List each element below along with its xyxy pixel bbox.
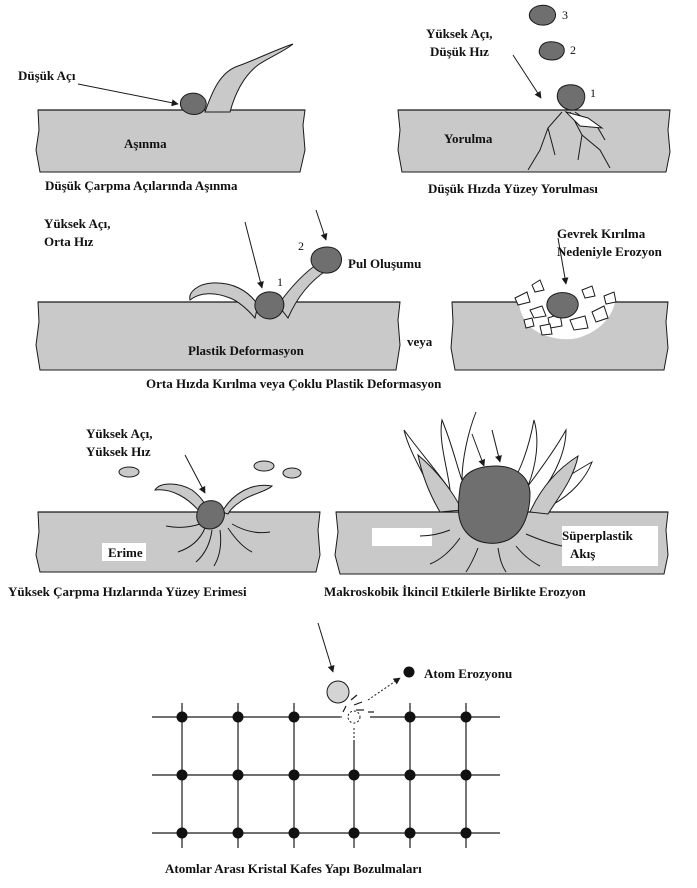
- impact-arrow: [78, 84, 178, 104]
- abrasion-chip: [205, 44, 293, 112]
- brittle-particle: [547, 293, 578, 318]
- material-block: [36, 512, 320, 572]
- ejected-atom: [404, 667, 415, 678]
- impact-arrow-1: [245, 222, 262, 288]
- particle-2: [539, 42, 564, 60]
- impact-arrow: [513, 55, 541, 98]
- abrasion-particle: [180, 93, 206, 114]
- label-atom-erosion: Atom Erozyonu: [424, 666, 512, 681]
- label-flake-formation: Pul Oluşumu: [348, 256, 421, 271]
- panel-macro: Süperplastik Akış Makroskobik İkincil Et…: [324, 412, 668, 599]
- label-high-angle: Yüksek Açı,: [86, 426, 152, 441]
- num-3: 3: [562, 8, 568, 22]
- label-fatigue: Yorulma: [444, 131, 493, 146]
- label-low-speed: Düşük Hız: [430, 44, 489, 59]
- label-superplastic-line2: Akış: [570, 546, 595, 561]
- caption-macro: Makroskobik İkincil Etkilerle Birlikte E…: [324, 584, 586, 599]
- impact-arrow: [185, 455, 205, 493]
- impact-arrow: [318, 623, 333, 672]
- panel-melting: Yüksek Açı, Yüksek Hız Erime Yüksek Çarp…: [8, 426, 320, 599]
- droplet: [254, 461, 274, 471]
- incoming-atom: [327, 681, 349, 703]
- melting-particle: [197, 501, 225, 529]
- num-1: 1: [590, 86, 596, 100]
- material-block: [36, 110, 305, 172]
- num-2: 2: [298, 239, 304, 253]
- panel-plastic: 1 2 Yüksek Açı, Orta Hız Pul Oluşumu Pla…: [36, 210, 433, 370]
- impact-arrow-2: [492, 430, 500, 462]
- particle-2: [311, 247, 341, 273]
- label-high-angle: Yüksek Açı,: [44, 216, 110, 231]
- label-brittle-line1: Gevrek Kırılma: [557, 226, 646, 241]
- particle-1: [255, 292, 284, 319]
- panel-fatigue: 3 2 1 Yüksek Açı, Düşük Hız Yorulma Düşü…: [398, 5, 670, 196]
- num-2: 2: [570, 43, 576, 57]
- particle-3: [529, 5, 555, 25]
- caption-atomic: Atomlar Arası Kristal Kafes Yapı Bozulma…: [165, 861, 422, 876]
- droplet: [119, 467, 139, 477]
- splash-right: [222, 485, 272, 514]
- label-high-angle: Yüksek Açı,: [426, 26, 492, 41]
- material-block: [36, 302, 400, 370]
- num-1: 1: [277, 275, 283, 289]
- droplet: [283, 468, 301, 478]
- impact-arrow-1: [472, 434, 484, 466]
- label-low-angle: Düşük Açı: [18, 68, 76, 83]
- ejection-arrow: [368, 678, 400, 700]
- label-medium-speed: Orta Hız: [44, 234, 94, 249]
- panel-brittle: Gevrek Kırılma Nedeniyle Erozyon: [451, 226, 668, 370]
- label-superplastic-line1: Süperplastik: [562, 528, 634, 543]
- vacancy-site: [348, 711, 360, 723]
- label-melting: Erime: [108, 545, 143, 560]
- caption-abrasion: Düşük Çarpma Açılarında Aşınma: [45, 178, 238, 193]
- impact-arrow-2: [316, 210, 326, 240]
- lattice-lines: [152, 703, 500, 848]
- panel-atomic: Atom Erozyonu Atomlar Arası Kristal Kafe…: [152, 623, 512, 876]
- label-high-speed: Yüksek Hız: [86, 444, 151, 459]
- label-plastic-deformation: Plastik Deformasyon: [188, 343, 305, 358]
- material-block: [398, 110, 670, 172]
- caption-melting: Yüksek Çarpma Hızlarında Yüzey Erimesi: [8, 584, 247, 599]
- caption-fatigue: Düşük Hızda Yüzey Yorulması: [428, 181, 598, 196]
- caption-row2: Orta Hızda Kırılma veya Çoklu Plastik De…: [146, 376, 442, 391]
- panel-abrasion: Düşük Açı Aşınma Düşük Çarpma Açılarında…: [18, 44, 305, 193]
- label-or: veya: [407, 334, 433, 349]
- label-abrasion: Aşınma: [124, 136, 167, 151]
- label-brittle-line2: Nedeniyle Erozyon: [557, 244, 663, 259]
- white-patch: [372, 528, 432, 546]
- particle-1: [557, 85, 584, 110]
